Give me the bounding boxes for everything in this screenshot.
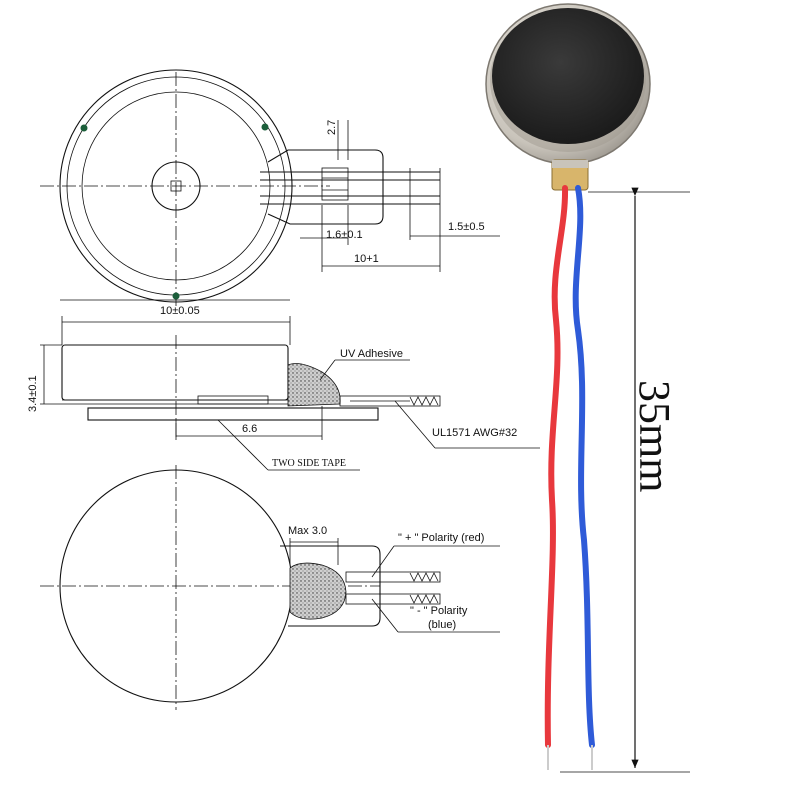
two-side-tape: [87, 407, 379, 421]
mount-point: [172, 292, 180, 300]
dim-1-5-label: 1.5±0.5: [448, 221, 485, 233]
foam-pad: [492, 8, 644, 144]
terminal-tab: [267, 149, 384, 225]
minus-polarity-color: (blue): [428, 619, 456, 631]
tape-label: TWO SIDE TAPE: [272, 458, 346, 469]
dim-10-plus-1-label: 10+1: [354, 253, 379, 265]
minus-polarity-label: " - " Polarity: [410, 605, 468, 617]
motor-body-side: [61, 344, 289, 401]
mount-point: [80, 124, 88, 132]
bottom-view: Max 3.0 " + " Polarity (red) " - " Polar…: [40, 465, 500, 710]
dim-2-7-label: 2.7: [326, 120, 338, 135]
dim-height-label: 3.4±0.1: [27, 375, 39, 412]
uv-adhesive-blob: [287, 363, 341, 407]
max-3-0-label: Max 3.0: [288, 525, 327, 537]
wire-spec-label: UL1571 AWG#32: [432, 427, 517, 439]
length-label: 35mm: [630, 380, 679, 492]
dim-10-label: 10±0.05: [160, 305, 200, 317]
dim-6-6-label: 6.6: [242, 423, 257, 435]
red-wire: [544, 185, 569, 748]
uv-adhesive-label: UV Adhesive: [340, 348, 403, 360]
mount-point: [261, 123, 269, 131]
terminal-tab-bottom: [280, 545, 381, 627]
plus-polarity-label: " + " Polarity (red): [398, 532, 484, 544]
solder-block: [321, 167, 349, 201]
adhesive-blob-bottom: [289, 562, 347, 620]
dim-1-6-label: 1.6±0.1: [326, 229, 363, 241]
motor-photo: 35mm: [485, 3, 690, 773]
top-view: 2.7 1.6±0.1 1.5±0.5 10+1 10±0.05: [40, 69, 500, 317]
blue-wire: [572, 185, 595, 748]
side-view: 3.4±0.1 6.6 UV Adhesive UL1571 AWG#32 TW…: [27, 316, 540, 471]
